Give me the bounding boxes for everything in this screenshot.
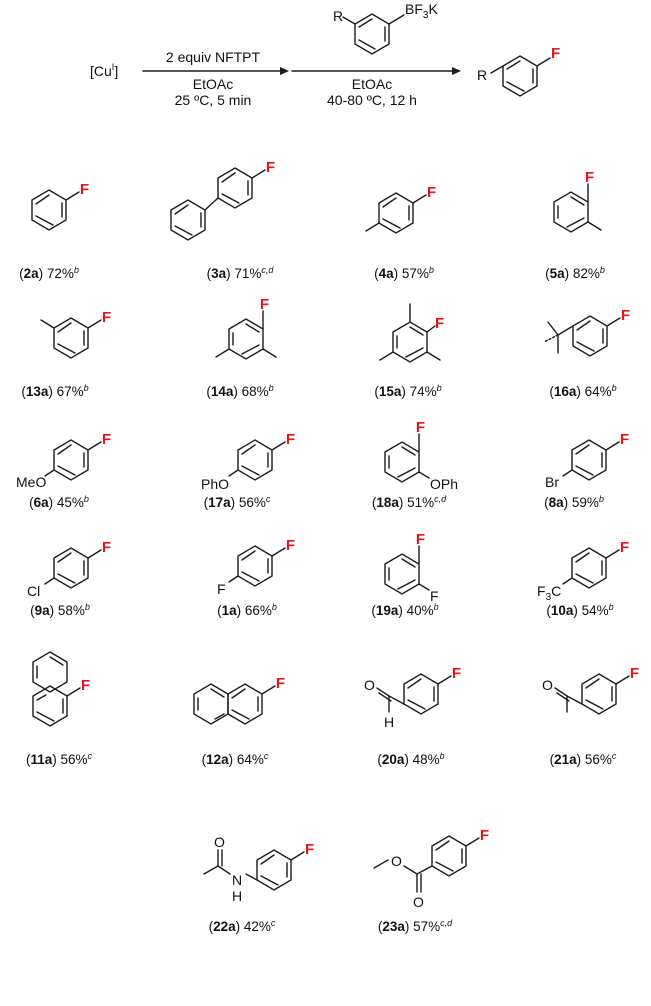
label-12a: (12a) 64%c xyxy=(202,751,269,767)
structure-3a: F xyxy=(170,159,275,241)
structure-19a: F F xyxy=(384,531,439,604)
svg-text:H: H xyxy=(232,888,242,904)
svg-text:F: F xyxy=(286,431,295,448)
label-20a: (20a) 48%b xyxy=(377,751,444,767)
cf3-label: F3C xyxy=(537,583,561,603)
svg-text:F: F xyxy=(80,181,89,198)
structure-8a: F Br xyxy=(545,431,629,490)
svg-text:F: F xyxy=(102,539,111,556)
label-13a: (13a) 67%b xyxy=(21,383,88,399)
product-fluorine: F xyxy=(551,45,560,62)
svg-text:F: F xyxy=(266,159,275,176)
label-17a: (17a) 56%c xyxy=(204,494,271,510)
svg-text:F: F xyxy=(81,677,90,694)
svg-text:O: O xyxy=(542,677,553,693)
svg-text:F: F xyxy=(630,665,639,682)
structure-10a: F F3C xyxy=(537,539,629,603)
svg-text:H: H xyxy=(384,714,394,730)
structure-11a: F xyxy=(32,651,90,727)
structure-21a: F O xyxy=(542,665,639,715)
label-1a: (1a) 66%b xyxy=(217,602,277,618)
step2-solvent: EtOAc xyxy=(352,76,392,92)
structure-16a: F xyxy=(543,307,630,357)
label-21a: (21a) 56%c xyxy=(550,751,617,767)
label-8a: (8a) 59%b xyxy=(544,494,604,510)
svg-text:F: F xyxy=(585,169,594,186)
label-15a: (15a) 74%b xyxy=(374,383,441,399)
step2-conditions: 40-80 ºC, 12 h xyxy=(327,92,417,108)
svg-text:O: O xyxy=(391,853,402,869)
structure-12a: F xyxy=(193,675,285,725)
structure-2a: F xyxy=(31,181,89,231)
structure-14a: F xyxy=(215,296,277,360)
label-18a: (18a) 51%c,d xyxy=(372,494,447,510)
svg-text:F: F xyxy=(217,581,226,597)
svg-text:F: F xyxy=(480,827,489,844)
step1-solvent: EtOAc xyxy=(193,76,233,92)
structure-20a: F O H xyxy=(364,665,461,730)
structure-22a: F N H O xyxy=(203,834,314,904)
structure-1a: F F xyxy=(217,537,295,597)
product-structure: R F xyxy=(477,45,560,97)
svg-text:F: F xyxy=(416,419,425,436)
svg-text:F: F xyxy=(260,296,269,313)
label-6a: (6a) 45%b xyxy=(29,494,89,510)
structure-18a: F OPh xyxy=(384,419,458,492)
arrowhead-2 xyxy=(452,67,461,75)
label-2a: (2a) 72%b xyxy=(19,265,79,281)
label-16a: (16a) 64%b xyxy=(549,383,616,399)
structure-15a: F xyxy=(379,303,444,363)
svg-text:F: F xyxy=(286,537,295,554)
label-19a: (19a) 40%b xyxy=(371,602,438,618)
svg-text:Br: Br xyxy=(545,474,559,490)
svg-text:F: F xyxy=(621,307,630,324)
structure-5a: F xyxy=(553,169,602,233)
svg-text:F: F xyxy=(102,431,111,448)
svg-text:O: O xyxy=(413,894,424,910)
structure-13a: F xyxy=(40,309,111,359)
svg-text:F: F xyxy=(620,431,629,448)
svg-text:F: F xyxy=(276,675,285,692)
arrowhead-1 xyxy=(280,67,289,75)
svg-text:F: F xyxy=(416,531,425,548)
svg-text:F: F xyxy=(102,309,111,326)
svg-text:F: F xyxy=(305,841,314,858)
structure-6a: F MeO xyxy=(16,431,111,490)
label-23a: (23a) 57%c,d xyxy=(378,918,453,934)
svg-text:PhO: PhO xyxy=(201,476,229,492)
svg-text:F: F xyxy=(435,315,444,332)
structure-4a: F xyxy=(365,184,436,234)
label-3a: (3a) 71%c,d xyxy=(207,265,275,281)
step1-conditions: 25 ºC, 5 min xyxy=(175,92,252,108)
svg-text:O: O xyxy=(364,677,375,693)
svg-text:F: F xyxy=(620,539,629,556)
product-r: R xyxy=(477,67,487,83)
bf3k-label: BF3K xyxy=(405,1,438,21)
label-22a: (22a) 42%c xyxy=(209,918,276,934)
svg-text:F: F xyxy=(430,588,439,604)
reaction-header: [CuI] 2 equiv NFTPT EtOAc 25 ºC, 5 min E… xyxy=(90,1,560,108)
label-11a: (11a) 56%c xyxy=(26,751,93,767)
structure-23a: F O O xyxy=(373,827,489,910)
label-9a: (9a) 58%b xyxy=(30,602,90,618)
structure-9a: F Cl xyxy=(27,539,111,599)
svg-text:O: O xyxy=(214,834,225,850)
svg-text:MeO: MeO xyxy=(16,474,46,490)
svg-text:F: F xyxy=(427,184,436,201)
svg-text:F: F xyxy=(452,665,461,682)
svg-text:Cl: Cl xyxy=(27,583,40,599)
copper-reagent: [CuI] xyxy=(90,62,118,79)
label-5a: (5a) 82%b xyxy=(545,265,605,281)
svg-text:OPh: OPh xyxy=(430,476,458,492)
label-4a: (4a) 57%b xyxy=(374,265,434,281)
svg-text:N: N xyxy=(232,872,242,888)
step1-reagent: 2 equiv NFTPT xyxy=(166,49,261,65)
label-14a: (14a) 68%b xyxy=(206,383,273,399)
structure-17a: F PhO xyxy=(201,431,295,492)
substrate-structure: R BF3K xyxy=(333,1,438,55)
substrate-r: R xyxy=(333,8,343,24)
label-10a: (10a) 54%b xyxy=(546,602,613,618)
